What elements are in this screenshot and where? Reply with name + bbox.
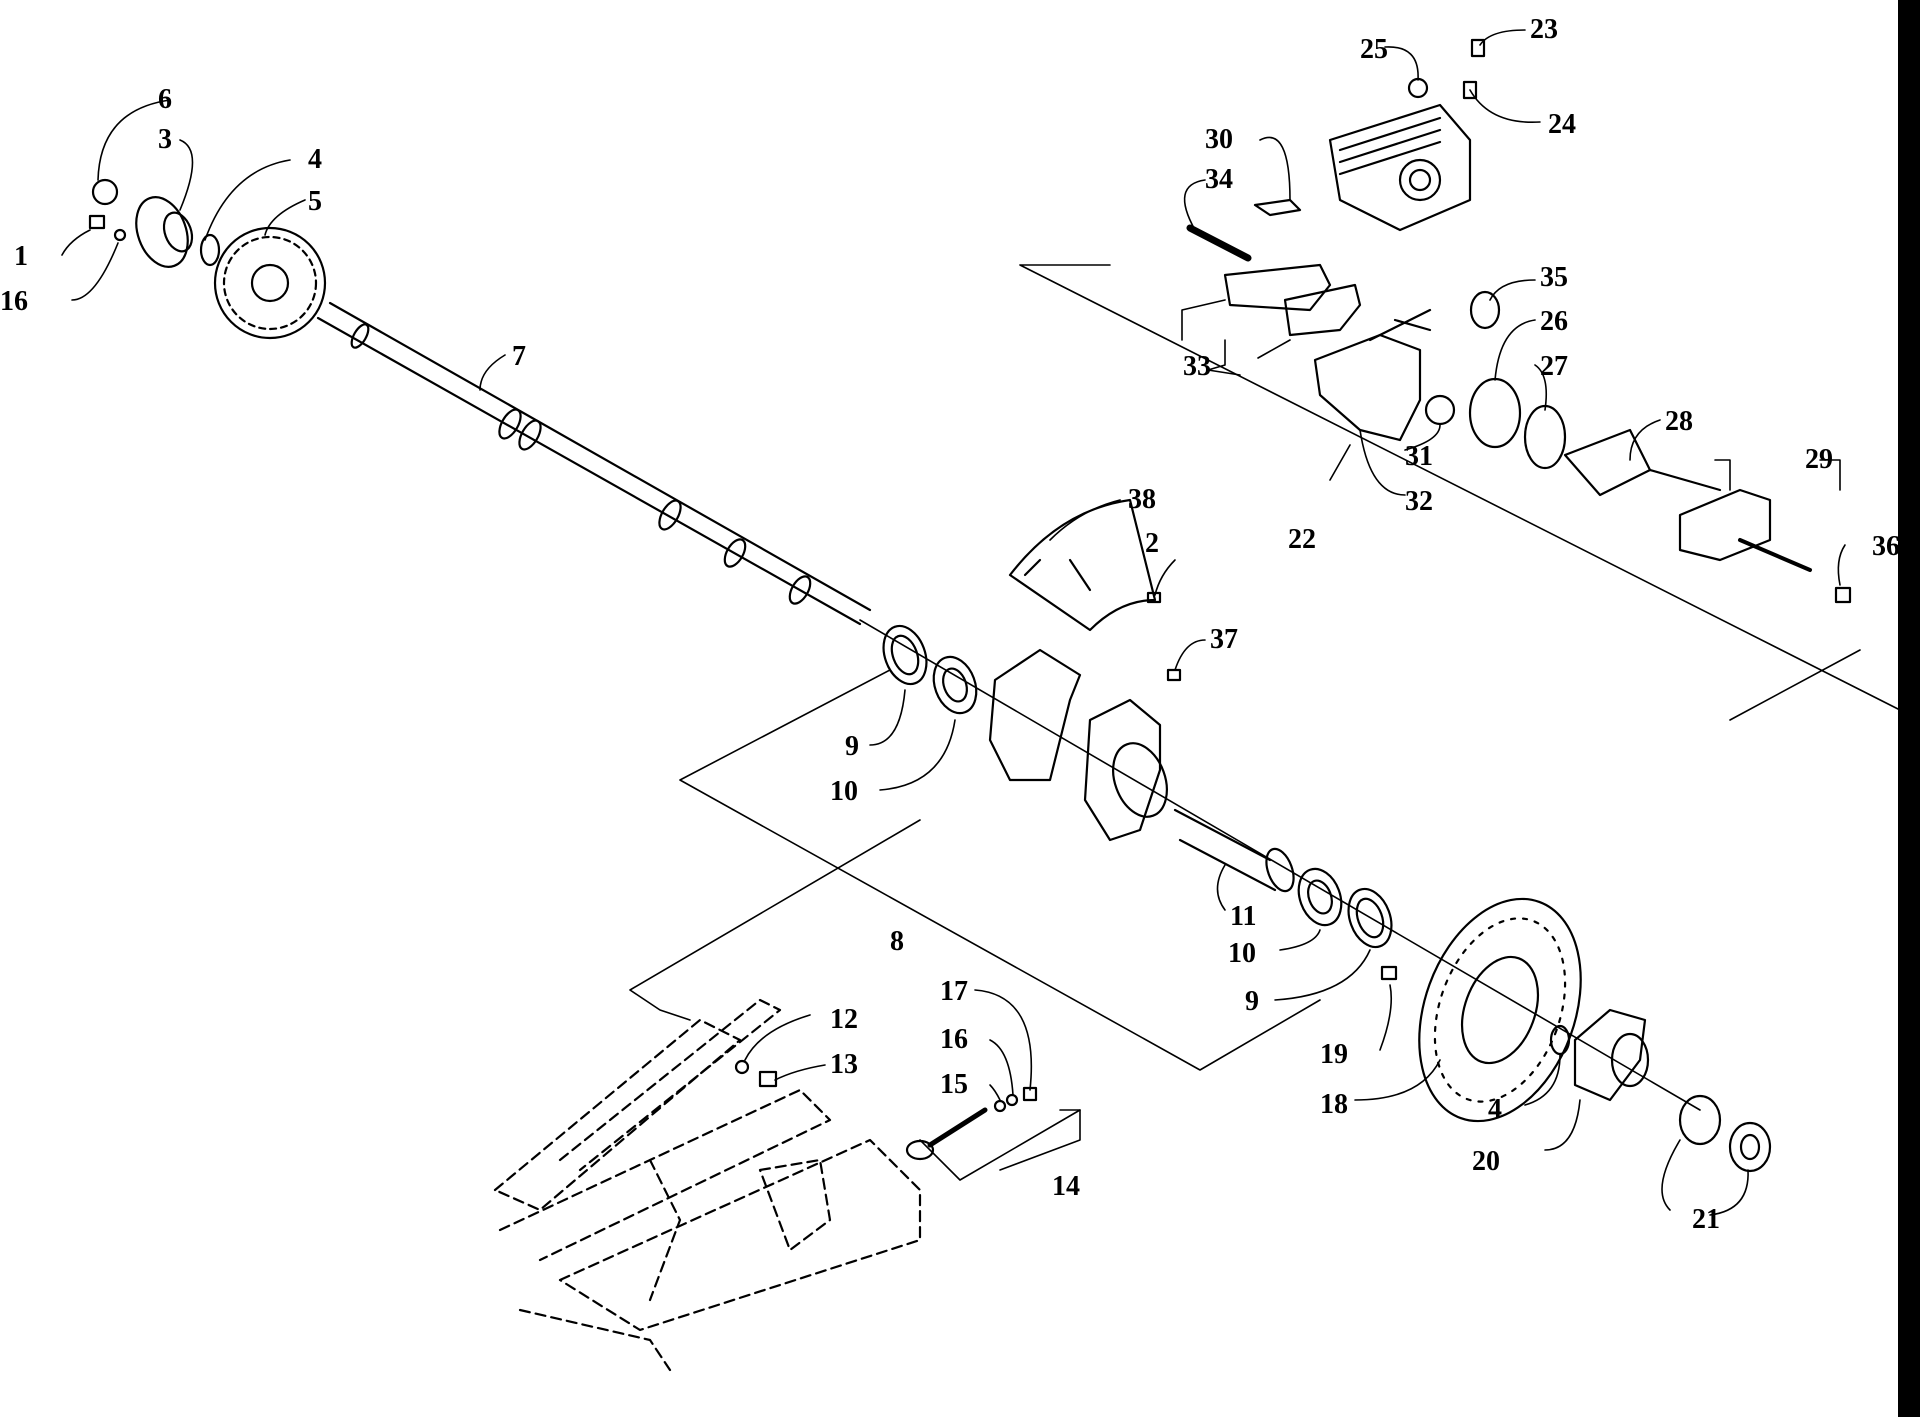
bleeder-24: [1462, 80, 1478, 100]
spacer-11: [1173, 808, 1277, 892]
bleeder-23: [1470, 38, 1486, 58]
leader-lines: [61, 29, 1901, 1216]
bracket-32: [1313, 333, 1422, 442]
callout-12: 12: [830, 1004, 858, 1035]
piston-28: [1563, 428, 1652, 497]
hub-3: [135, 196, 189, 268]
callout-18: 18: [1320, 1089, 1348, 1120]
callout-15: 15: [940, 1069, 968, 1100]
hub-20: [1573, 1008, 1647, 1102]
callout-4a: 4: [308, 144, 322, 175]
callout-16b: 16: [940, 1024, 968, 1055]
callout-28: 28: [1665, 406, 1693, 437]
pin-34: [1186, 224, 1252, 262]
seal-9b: [1347, 887, 1393, 949]
screw-2: [1146, 591, 1162, 604]
callout-9a: 9: [845, 731, 859, 762]
brake-disc-18: [1418, 897, 1582, 1123]
callout-3: 3: [158, 124, 172, 155]
nut-21a: [1678, 1094, 1722, 1146]
pin-31: [1424, 394, 1456, 426]
callout-16a: 16: [0, 286, 28, 317]
brake-pad-b: [1283, 283, 1362, 337]
nut-19: [1380, 965, 1398, 981]
brake-disc-assembly: [1380, 897, 1772, 1173]
callout-35: 35: [1540, 262, 1568, 293]
callout-11: 11: [1230, 901, 1256, 932]
snap-ring-6: [91, 178, 119, 206]
callout-25: 25: [1360, 34, 1388, 65]
boot-35: [1469, 290, 1501, 330]
callout-38: 38: [1128, 484, 1156, 515]
nut-21b: [1728, 1121, 1772, 1173]
callout-2: 2: [1145, 528, 1159, 559]
actuator-29: [1678, 488, 1772, 562]
bearing-10b: [1297, 867, 1343, 927]
callout-27: 27: [1540, 351, 1568, 382]
callout-5: 5: [308, 186, 322, 217]
callout-9b: 9: [1245, 986, 1259, 1017]
callout-37: 37: [1210, 624, 1238, 655]
sprocket-5: [213, 226, 327, 340]
callout-36: 36: [1872, 531, 1900, 562]
o-ring-4: [199, 233, 221, 267]
bearing-housing-assembly: [882, 498, 1393, 949]
frame-section: [493, 998, 922, 1372]
seal-26: [1468, 377, 1522, 449]
seal-27: [1523, 404, 1567, 470]
callout-19: 19: [1320, 1039, 1348, 1070]
callout-4b: 4: [1488, 1094, 1502, 1125]
callout-21: 21: [1692, 1204, 1720, 1235]
washer-12: [734, 1059, 750, 1075]
bearing-10a: [932, 655, 978, 715]
o-ring-4b: [1549, 1024, 1571, 1056]
callout-17: 17: [940, 976, 968, 1007]
callout-29: 29: [1805, 444, 1833, 475]
callout-30: 30: [1205, 124, 1233, 155]
bolt-13: [758, 1070, 778, 1088]
callout-24: 24: [1548, 109, 1576, 140]
callout-26: 26: [1540, 306, 1568, 337]
callout-14: 14: [1052, 1171, 1080, 1202]
callout-23: 23: [1530, 14, 1558, 45]
callout-10a: 10: [830, 776, 858, 807]
housing-plate: [988, 648, 1082, 782]
washer-16b: [1005, 1093, 1019, 1107]
bolt-36: [1834, 586, 1852, 604]
callout-8: 8: [890, 926, 904, 957]
brake-pad-a: [1223, 263, 1332, 312]
caliper-body: [1328, 103, 1472, 232]
bolt-1: [88, 214, 106, 230]
frame-bolt-parts: [734, 1059, 1038, 1161]
axle-shaft: [316, 301, 1701, 1111]
seal-9a: [882, 624, 928, 686]
sprocket-hub-assembly: [88, 178, 327, 340]
callout-31: 31: [1405, 441, 1433, 472]
cap-25: [1407, 77, 1429, 99]
callout-32: 32: [1405, 486, 1433, 517]
callout-13: 13: [830, 1049, 858, 1080]
callout-34: 34: [1205, 164, 1233, 195]
callout-7: 7: [512, 341, 526, 372]
callout-22: 22: [1288, 524, 1316, 555]
callout-20: 20: [1472, 1146, 1500, 1177]
scan-edge-bar: [1898, 0, 1920, 1417]
callout-6: 6: [158, 84, 172, 115]
callout-33: 33: [1183, 351, 1211, 382]
callout-10b: 10: [1228, 938, 1256, 969]
callout-labels: 1 16 6 3 4 5 7 38 2 37 9 10 11 10 9 8 12…: [0, 14, 1900, 1235]
guard-38: [1008, 498, 1157, 632]
washer-15: [993, 1099, 1007, 1113]
washer-16: [113, 228, 127, 242]
brake-caliper-assembly: [1186, 38, 1852, 604]
clip-30: [1253, 198, 1302, 217]
nut-37: [1166, 668, 1182, 682]
callout-1: 1: [14, 241, 28, 272]
